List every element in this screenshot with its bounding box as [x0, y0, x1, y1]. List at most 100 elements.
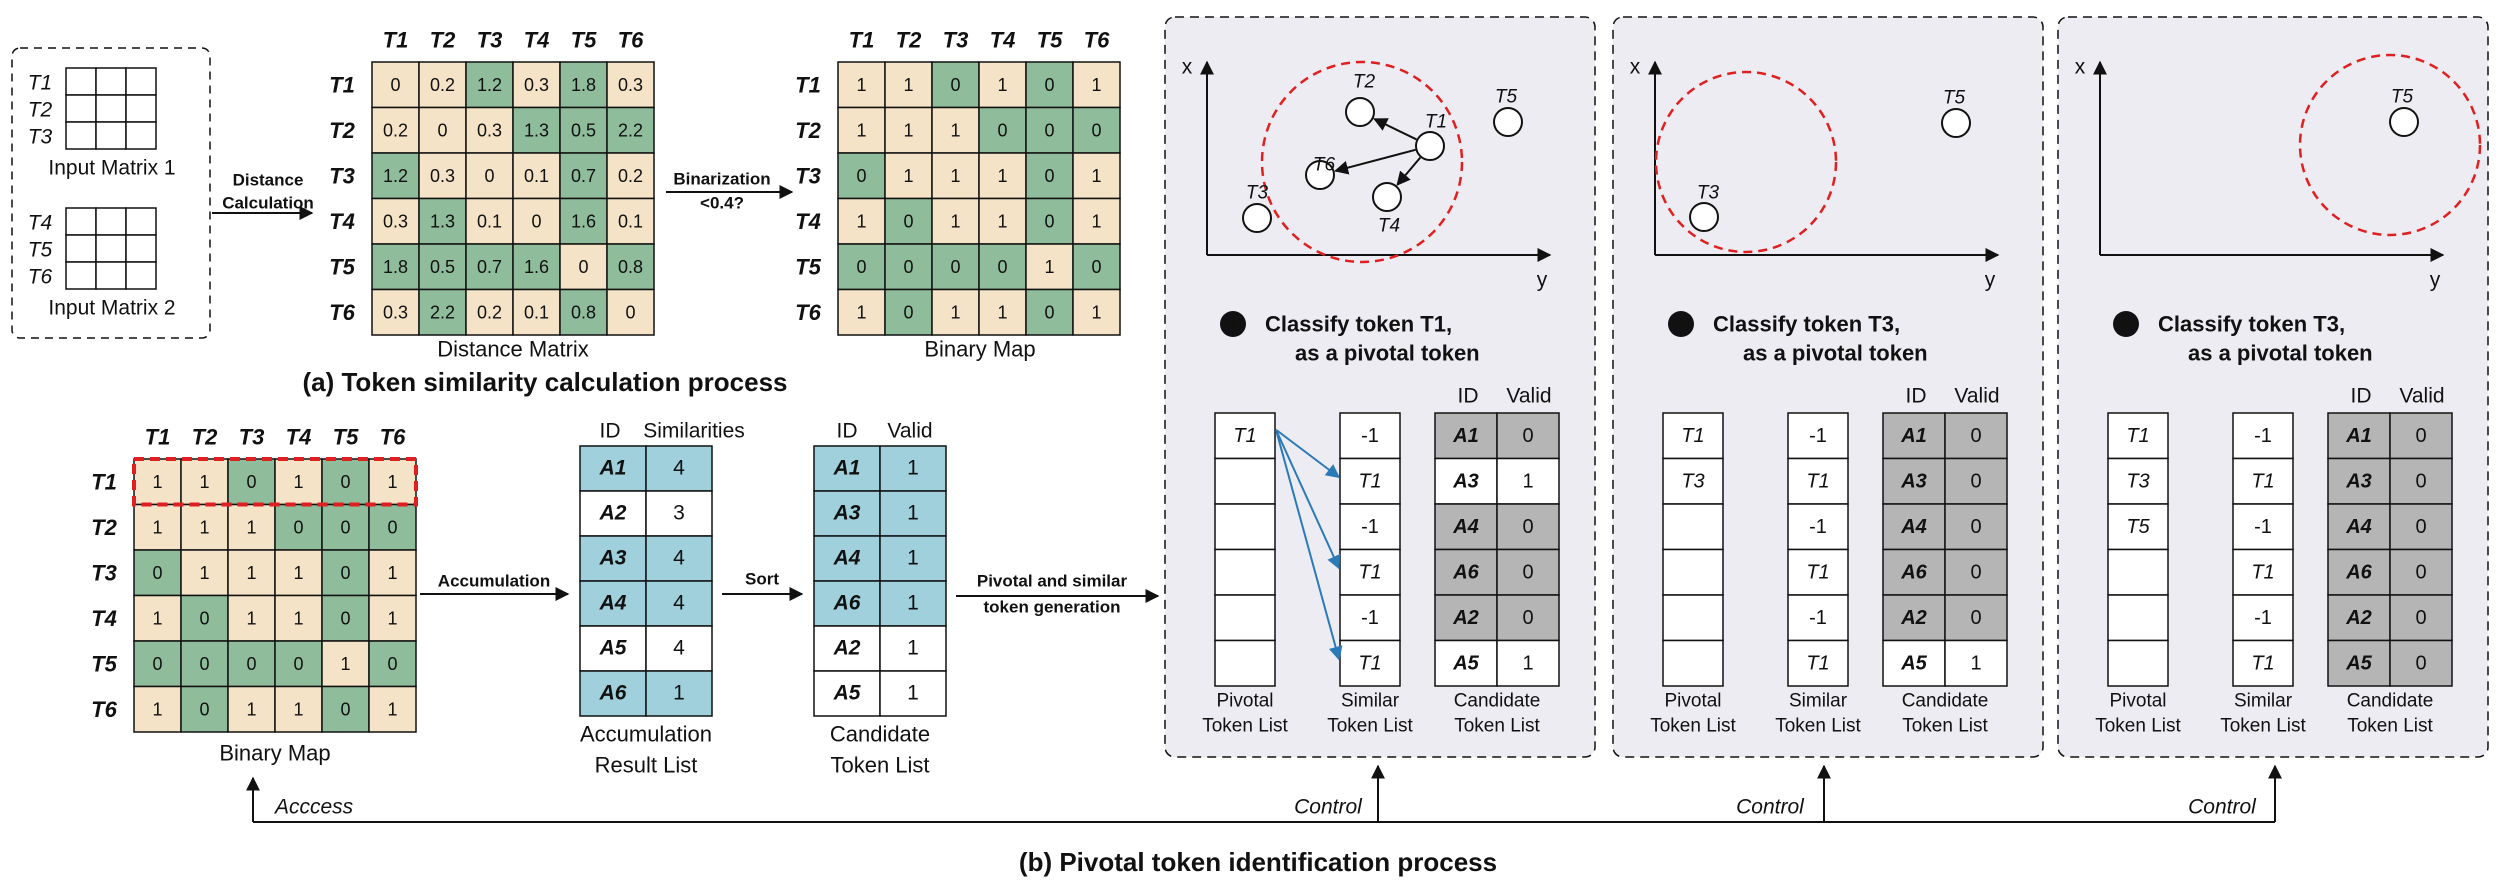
binary-map-top-cell-value: 1: [903, 166, 913, 186]
distance-matrix-cell-value: 0.8: [618, 257, 643, 277]
candidate-valid-cell: [879, 535, 947, 582]
similar-value: T1: [1806, 652, 1829, 674]
binary-map-top-cell-value: 1: [997, 75, 1007, 95]
candidate-valid-cell: [2389, 503, 2453, 551]
binary-map-top-cell: [837, 243, 886, 291]
candidate-valid-cell: [2389, 412, 2453, 460]
binary-map-bottom-cell: [321, 594, 370, 642]
candidate-id-cell: [1434, 639, 1498, 687]
candidate-id: A3: [1452, 470, 1479, 492]
distance-matrix-cell: [606, 106, 655, 154]
candidate-id: A2: [1452, 607, 1479, 629]
binary-map-top-cell-value: 0: [856, 166, 866, 186]
pivotal-value: T1: [2126, 425, 2149, 447]
accumulation-id: A6: [599, 682, 627, 705]
similar-value: -1: [1361, 425, 1379, 447]
binary-map-top-cell: [1072, 106, 1121, 154]
candidate-id-cell: [813, 670, 881, 717]
candidate-valid: 0: [2415, 607, 2426, 629]
binary-map-top-cell: [1072, 288, 1121, 336]
token-node-label: T5: [1495, 87, 1518, 108]
step-title: Classify token T3,: [2158, 312, 2345, 337]
binary-map-top-cell: [837, 106, 886, 154]
binary-map-top-cell-value: 0: [1091, 257, 1101, 277]
binary-map-top-cell: [837, 61, 886, 109]
list-label: Token List: [2220, 716, 2306, 737]
binary-map-bottom-col-header: T3: [239, 425, 265, 450]
similar-value: T1: [2251, 470, 2274, 492]
distance-matrix-row-header: T2: [329, 118, 355, 143]
similar-cell: [1339, 412, 1401, 460]
binary-map-top-col-header: T2: [896, 28, 922, 53]
accumulation-id-cell: [579, 625, 647, 672]
distance-matrix-cell-value: 0.1: [477, 211, 502, 231]
candidate-valid: 1: [907, 547, 919, 570]
distance-matrix-cell: [606, 61, 655, 109]
input-matrix-2-cell: [95, 234, 127, 263]
distance-matrix-cell: [465, 152, 514, 200]
candidate-valid-cell: [1944, 412, 2008, 460]
candidate-valid-cell: [1944, 594, 2008, 642]
distance-matrix-cell-value: 0: [625, 302, 635, 322]
binary-map-bottom-cell-value: 0: [152, 563, 162, 583]
candidate-id: A4: [833, 547, 861, 570]
binary-map-label: Binary Map: [924, 337, 1035, 362]
distance-matrix-cell-value: 0.2: [430, 75, 455, 95]
input-matrix-2-cell: [65, 234, 97, 263]
input-matrix-1-row-label: T2: [28, 99, 53, 122]
accumulation-value: 1: [673, 682, 685, 705]
candidate-header: Valid: [887, 420, 932, 443]
similarity-radius: [1260, 60, 1464, 264]
candidate-id-cell: [1882, 639, 1946, 687]
candidate-valid-cell: [879, 580, 947, 627]
input-matrix-2-cell: [65, 261, 97, 290]
distance-matrix-cell-value: 0: [437, 120, 447, 140]
distance-matrix-cell: [606, 197, 655, 245]
binary-map-top-row-header: T2: [795, 118, 821, 143]
candidate-header: Valid: [1506, 385, 1551, 408]
similar-value: -1: [2254, 516, 2272, 538]
distance-matrix-cell-value: 2.2: [618, 120, 643, 140]
binary-map-top-cell-value: 1: [903, 75, 913, 95]
similar-cell: [2232, 457, 2294, 505]
list-label: Token List: [1902, 716, 1988, 737]
distance-matrix-cell: [371, 288, 420, 336]
distance-matrix-cell-value: 0: [484, 166, 494, 186]
binary-map-top-col-header: T1: [849, 28, 875, 53]
binary-map-bottom-label: Binary Map: [219, 741, 330, 766]
binary-map-bottom-cell: [133, 640, 182, 688]
binarization-arrow-label: Binarization: [673, 170, 770, 189]
distance-matrix-cell-value: 1.3: [524, 120, 549, 140]
plot-axis-label-x: x: [1630, 56, 1641, 79]
distance-matrix-cell-value: 0.7: [571, 166, 596, 186]
distance-matrix-cell-value: 0.2: [618, 166, 643, 186]
distance-matrix-cell-value: 1.8: [571, 75, 596, 95]
binary-map-bottom-cell-value: 1: [199, 563, 209, 583]
candidate-list-label: Token List: [830, 753, 929, 778]
accumulation-id: A3: [599, 547, 627, 570]
accumulation-id: A2: [599, 502, 627, 525]
binary-map-top-cell: [978, 288, 1027, 336]
distance-matrix-cell: [512, 61, 561, 109]
binary-map-top-cell-value: 1: [856, 75, 866, 95]
candidate-valid: 0: [1522, 607, 1533, 629]
binary-map-bottom-cell: [274, 685, 323, 733]
pivotal-cell: [1662, 457, 1724, 505]
candidate-id: A1: [1452, 425, 1479, 447]
distance-matrix-col-header: T3: [477, 28, 503, 53]
binary-map-top-cell-value: 0: [997, 120, 1007, 140]
binary-map-bottom-col-header: T4: [286, 425, 312, 450]
binary-map-top-col-header: T4: [990, 28, 1016, 53]
pivotal-cell: [1214, 639, 1276, 687]
binary-map-bottom-cell-value: 0: [199, 699, 209, 719]
distance-matrix-cell-value: 0.2: [477, 302, 502, 322]
binary-map-bottom-cell: [133, 594, 182, 642]
step-marker: [2113, 311, 2139, 337]
candidate-id-cell: [1882, 503, 1946, 551]
token-node-label: T4: [1378, 216, 1400, 237]
candidate-id-cell: [813, 490, 881, 537]
distance-matrix-row-header: T6: [329, 300, 355, 325]
candidate-valid-cell: [1496, 548, 1560, 596]
